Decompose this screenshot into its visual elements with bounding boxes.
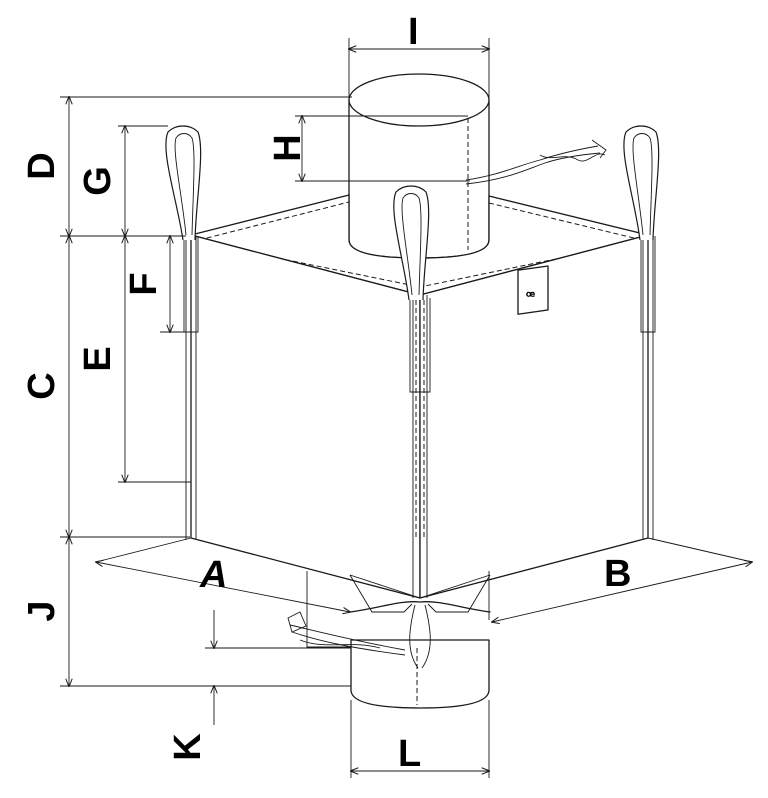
lifting-loop-front — [393, 185, 430, 301]
top-tie-string — [465, 139, 607, 185]
tag-mark: ꟹ — [526, 288, 535, 304]
label-B: B — [604, 553, 631, 595]
discharge-spout — [350, 639, 490, 709]
label-C: C — [21, 372, 63, 399]
label-A: A — [199, 554, 227, 596]
label-L: L — [398, 733, 421, 775]
lifting-loop-right — [623, 125, 660, 241]
label-F: F — [123, 272, 165, 295]
dimension-lines — [60, 38, 752, 778]
label-J: J — [21, 600, 63, 621]
document-tag: ꟹ — [517, 265, 549, 315]
bag-bottom — [287, 571, 491, 669]
dimension-labels: I L H D G C E F J K A B — [21, 11, 631, 775]
label-E: E — [77, 346, 119, 371]
label-K: K — [167, 733, 209, 761]
label-H: H — [267, 134, 309, 161]
bag-body — [183, 234, 656, 599]
label-I: I — [408, 11, 419, 53]
label-G: G — [77, 166, 119, 196]
lifting-loop-left — [165, 125, 202, 241]
label-D: D — [21, 152, 63, 179]
